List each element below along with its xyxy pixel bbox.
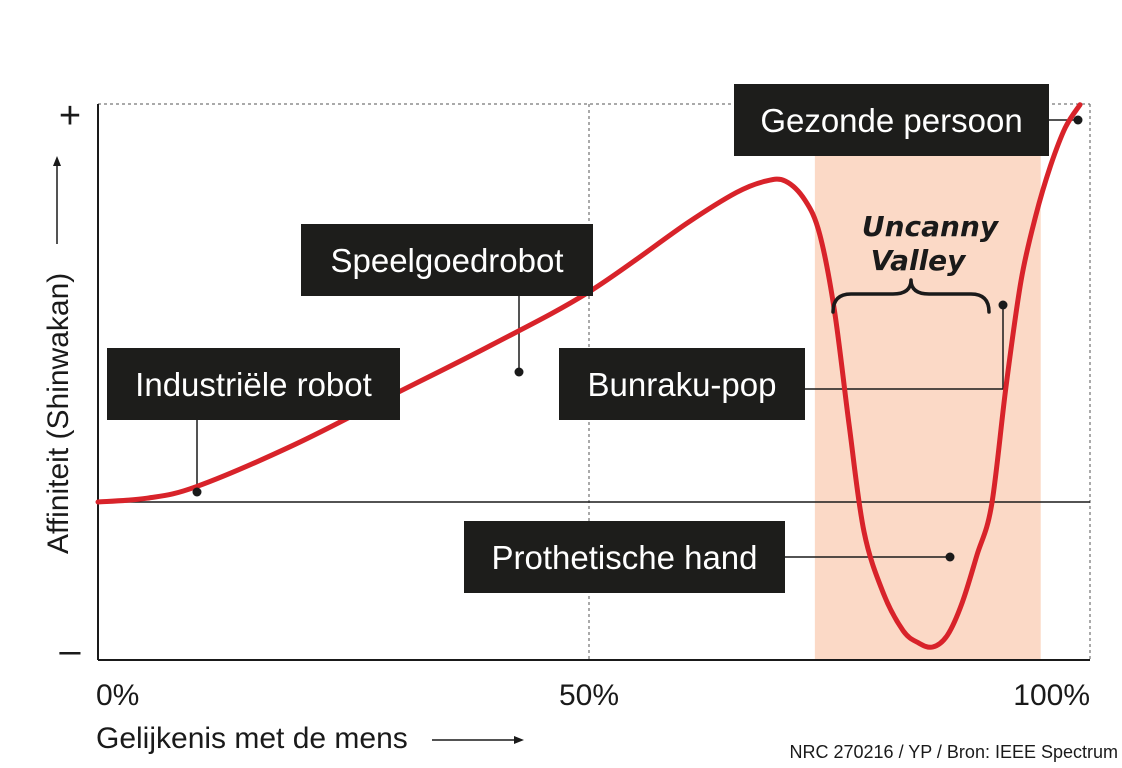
source-credit: NRC 270216 / YP / Bron: IEEE Spectrum [790,742,1119,762]
annotation-labels: Industriële robot SpeelgoedrobotBunraku-p… [107,84,1049,593]
affinity-curve [95,102,1083,650]
label-box-gezonde-persoon [734,84,1049,156]
y-tick-plus: + [59,95,81,137]
uncanny-valley-label-line2: Valley [871,244,968,277]
label-text-industri-le-robot: Industriële robot [135,366,372,403]
label-text-gezonde-persoon: Gezonde persoon [760,102,1022,139]
point-speelgoedrobot [514,367,524,377]
y-axis-arrow-head [53,156,61,166]
x-axis-arrow-head [514,736,524,744]
label-box-bunraku-pop [559,348,805,420]
point-prothetische-hand [945,552,955,562]
y-tick-minus: – [59,630,81,672]
y-axis-title: Affiniteit (Shinwakan) [42,273,75,554]
label-text-bunraku-pop: Bunraku-pop [588,366,777,403]
uncanny-valley-label-line1: Uncanny [862,210,1000,243]
x-tick-100: 100% [1013,679,1090,712]
uncanny-valley-brace [831,278,991,314]
x-tick-0: 0% [96,679,139,712]
point-gezonde-persoon [1073,115,1083,125]
annotation-leaders [196,119,1078,558]
point-industri-le-robot [192,487,202,497]
x-axis-title: Gelijkenis met de mens [96,722,408,755]
label-box-industri-le-robot [107,348,400,420]
annotation-points [192,115,1083,562]
leader-line-bunraku-pop [805,305,1004,390]
label-box-speelgoedrobot [301,224,593,296]
x-tick-50: 50% [559,679,619,712]
label-text-prothetische-hand: Prothetische hand [491,539,757,576]
label-text-speelgoedrobot: Speelgoedrobot [330,242,563,279]
label-box-prothetische-hand [464,521,785,593]
point-bunraku-pop [998,300,1008,310]
